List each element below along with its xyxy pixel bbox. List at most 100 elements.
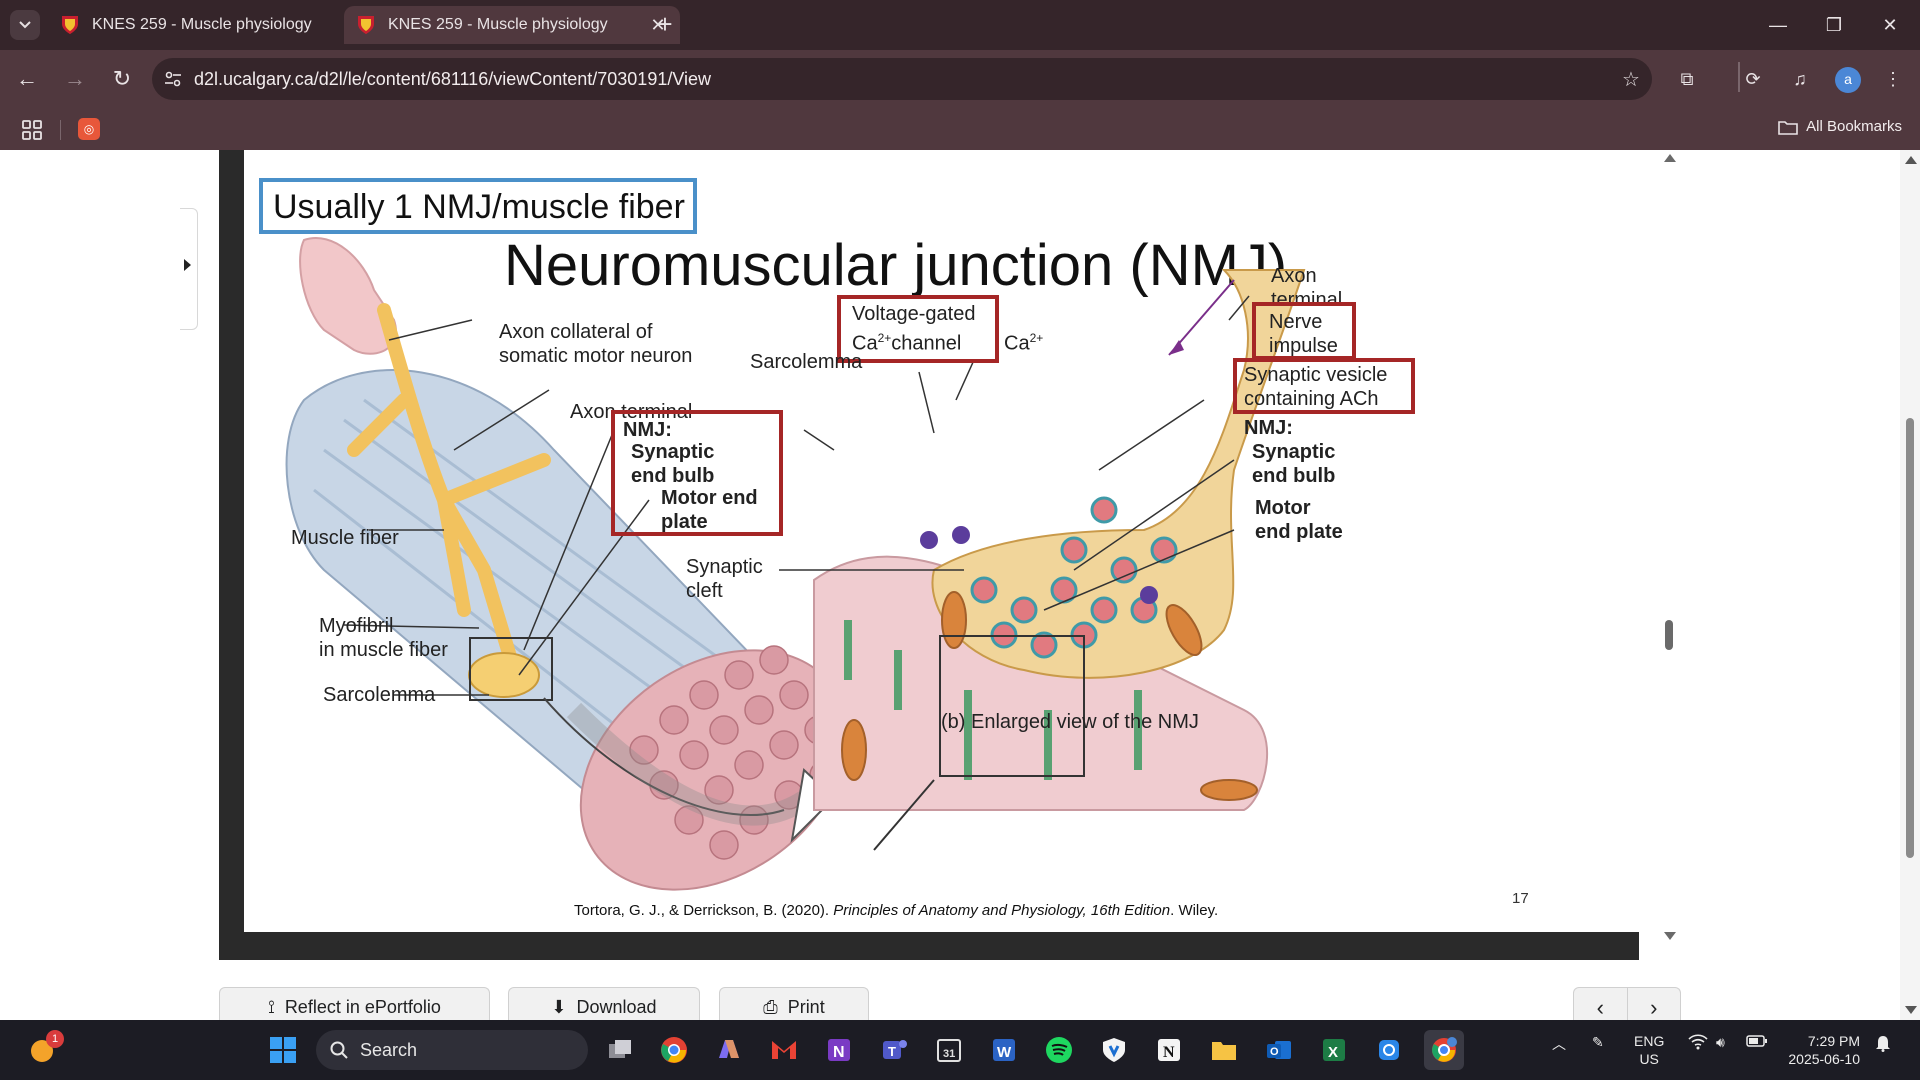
- back-button[interactable]: ←: [16, 66, 38, 91]
- start-button[interactable]: [263, 1030, 303, 1070]
- task-view-icon[interactable]: [600, 1030, 640, 1070]
- label-nmj-right: NMJ:: [1244, 417, 1293, 439]
- viewer-scrollbar[interactable]: [1660, 150, 1678, 960]
- outlook-icon[interactable]: O: [1259, 1030, 1299, 1070]
- tab-strip: KNES 259 - Muscle physiology ✕ KNES 259 …: [0, 0, 1920, 50]
- reflect-label: Reflect in ePortfolio: [284, 997, 441, 1017]
- close-window-button[interactable]: ✕: [1882, 15, 1898, 35]
- search-label: Search: [360, 1039, 418, 1060]
- chrome-profile-icon[interactable]: [1424, 1030, 1464, 1070]
- subtitle-box: Usually 1 NMJ/muscle fiber: [259, 178, 697, 234]
- scroll-up-icon[interactable]: [1905, 156, 1917, 164]
- close-icon[interactable]: ✕: [650, 14, 666, 35]
- scroll-thumb[interactable]: [1906, 418, 1914, 858]
- eportfolio-icon: ⟟: [268, 997, 275, 1017]
- address-bar[interactable]: d2l.ucalgary.ca/d2l/le/content/681116/vi…: [152, 58, 1652, 100]
- label-enlarged-view: (b) Enlarged view of the NMJ: [941, 711, 1199, 733]
- extensions-icon[interactable]: ⧉: [1680, 68, 1694, 89]
- forward-button[interactable]: →: [64, 66, 86, 91]
- taskbar-search[interactable]: Search: [316, 1030, 588, 1070]
- download-button[interactable]: ⬇ Download: [508, 987, 700, 1020]
- previous-page-button[interactable]: ‹: [1574, 988, 1627, 1020]
- onenote-icon[interactable]: N: [819, 1030, 859, 1070]
- print-button[interactable]: ⎙ Print: [719, 987, 869, 1020]
- page-scrollbar[interactable]: [1900, 150, 1920, 1020]
- tab-active[interactable]: KNES 259 - Muscle physiology ✕: [344, 6, 680, 44]
- download-label: Download: [576, 997, 657, 1017]
- outlook-new-icon[interactable]: [1369, 1030, 1409, 1070]
- bookmarks-bar: ◎ All Bookmarks: [0, 108, 1920, 150]
- system-clock[interactable]: 7:29 PM 2025-06-10: [1788, 1033, 1860, 1067]
- new-tab-button[interactable]: +: [657, 9, 673, 39]
- pen-icon[interactable]: ✎: [1592, 1034, 1604, 1050]
- label-sarcolemma-left: Sarcolemma: [323, 684, 436, 706]
- label-sarcolemma-right: Sarcolemma: [750, 351, 863, 373]
- chevron-left-icon: ‹: [1596, 994, 1604, 1020]
- slide-page-number: 17: [1512, 890, 1529, 907]
- word-icon[interactable]: W: [984, 1030, 1024, 1070]
- tray-overflow-icon[interactable]: ︿: [1552, 1036, 1566, 1052]
- battery-icon[interactable]: [1746, 1034, 1768, 1051]
- reload-button[interactable]: ↻: [112, 66, 132, 91]
- tab-title: KNES 259 - Muscle physiology: [92, 16, 312, 33]
- next-page-button[interactable]: ›: [1626, 988, 1681, 1020]
- gmail-icon[interactable]: [764, 1030, 804, 1070]
- label-nmj-left: NMJ:: [623, 419, 672, 441]
- subtitle-text: Usually 1 NMJ/muscle fiber: [273, 188, 685, 226]
- scroll-thumb[interactable]: [1665, 620, 1673, 650]
- tab-inactive[interactable]: KNES 259 - Muscle physiology ✕: [48, 6, 384, 44]
- bookmark-star-icon[interactable]: ☆: [1622, 68, 1640, 91]
- excel-icon[interactable]: X: [1314, 1030, 1354, 1070]
- label-ca2: Ca2+: [1004, 331, 1044, 355]
- language-indicator[interactable]: ENG US: [1634, 1033, 1665, 1067]
- svg-text:O: O: [1270, 1046, 1279, 1058]
- performance-icon[interactable]: ⟳: [1745, 68, 1761, 89]
- sidebar-toggle[interactable]: [180, 208, 198, 330]
- bookmark-divider: [60, 120, 61, 140]
- scroll-up-icon[interactable]: [1664, 154, 1676, 162]
- svg-text:W: W: [997, 1044, 1012, 1061]
- all-bookmarks-button[interactable]: All Bookmarks: [1778, 118, 1902, 135]
- vpn-shield-icon[interactable]: [1094, 1030, 1134, 1070]
- minimize-button[interactable]: —: [1769, 15, 1787, 35]
- media-control-icon[interactable]: ♫: [1793, 68, 1807, 89]
- tab-search-button[interactable]: [10, 10, 40, 40]
- notification-badge: 1: [46, 1030, 64, 1048]
- all-bookmarks-label: All Bookmarks: [1806, 118, 1902, 135]
- copilot-icon[interactable]: [709, 1030, 749, 1070]
- site-info-icon[interactable]: [152, 58, 194, 100]
- nmj-enlarged-illustration: [813, 269, 1306, 851]
- folder-icon: [1778, 120, 1798, 135]
- weather-widget[interactable]: 1: [22, 1030, 64, 1070]
- menu-kebab-icon[interactable]: ⋮: [1884, 68, 1902, 89]
- bookmark-site-icon[interactable]: ◎: [78, 118, 100, 140]
- citation: Tortora, G. J., & Derrickson, B. (2020).…: [574, 902, 1219, 919]
- spotify-icon[interactable]: [1039, 1030, 1079, 1070]
- ucalgary-shield-icon: [358, 16, 374, 34]
- apps-grid-icon[interactable]: [20, 118, 44, 142]
- scroll-down-icon[interactable]: [1664, 932, 1676, 940]
- svg-text:X: X: [1328, 1044, 1338, 1061]
- slide-title: Neuromuscular junction (NMJ): [504, 233, 1288, 298]
- windows-logo-icon: [270, 1037, 296, 1063]
- nmj-diagram: [285, 237, 1306, 891]
- notification-bell-icon[interactable]: [1874, 1034, 1892, 1055]
- url-text: d2l.ucalgary.ca/d2l/le/content/681116/vi…: [194, 68, 712, 89]
- calendar-icon[interactable]: 31: [929, 1030, 969, 1070]
- chrome-icon[interactable]: [654, 1030, 694, 1070]
- profile-avatar[interactable]: a: [1835, 67, 1861, 93]
- teams-icon[interactable]: T: [874, 1030, 914, 1070]
- download-icon: ⬇: [551, 997, 567, 1017]
- wifi-icon[interactable]: [1688, 1034, 1708, 1053]
- restore-button[interactable]: ❐: [1825, 15, 1843, 35]
- file-explorer-icon[interactable]: [1204, 1030, 1244, 1070]
- volume-icon[interactable]: 🔊︎: [1716, 1034, 1725, 1050]
- reflect-eportfolio-button[interactable]: ⟟ Reflect in ePortfolio: [219, 987, 490, 1020]
- svg-text:31: 31: [943, 1048, 955, 1060]
- scroll-down-icon[interactable]: [1905, 1006, 1917, 1014]
- notion-icon[interactable]: N: [1149, 1030, 1189, 1070]
